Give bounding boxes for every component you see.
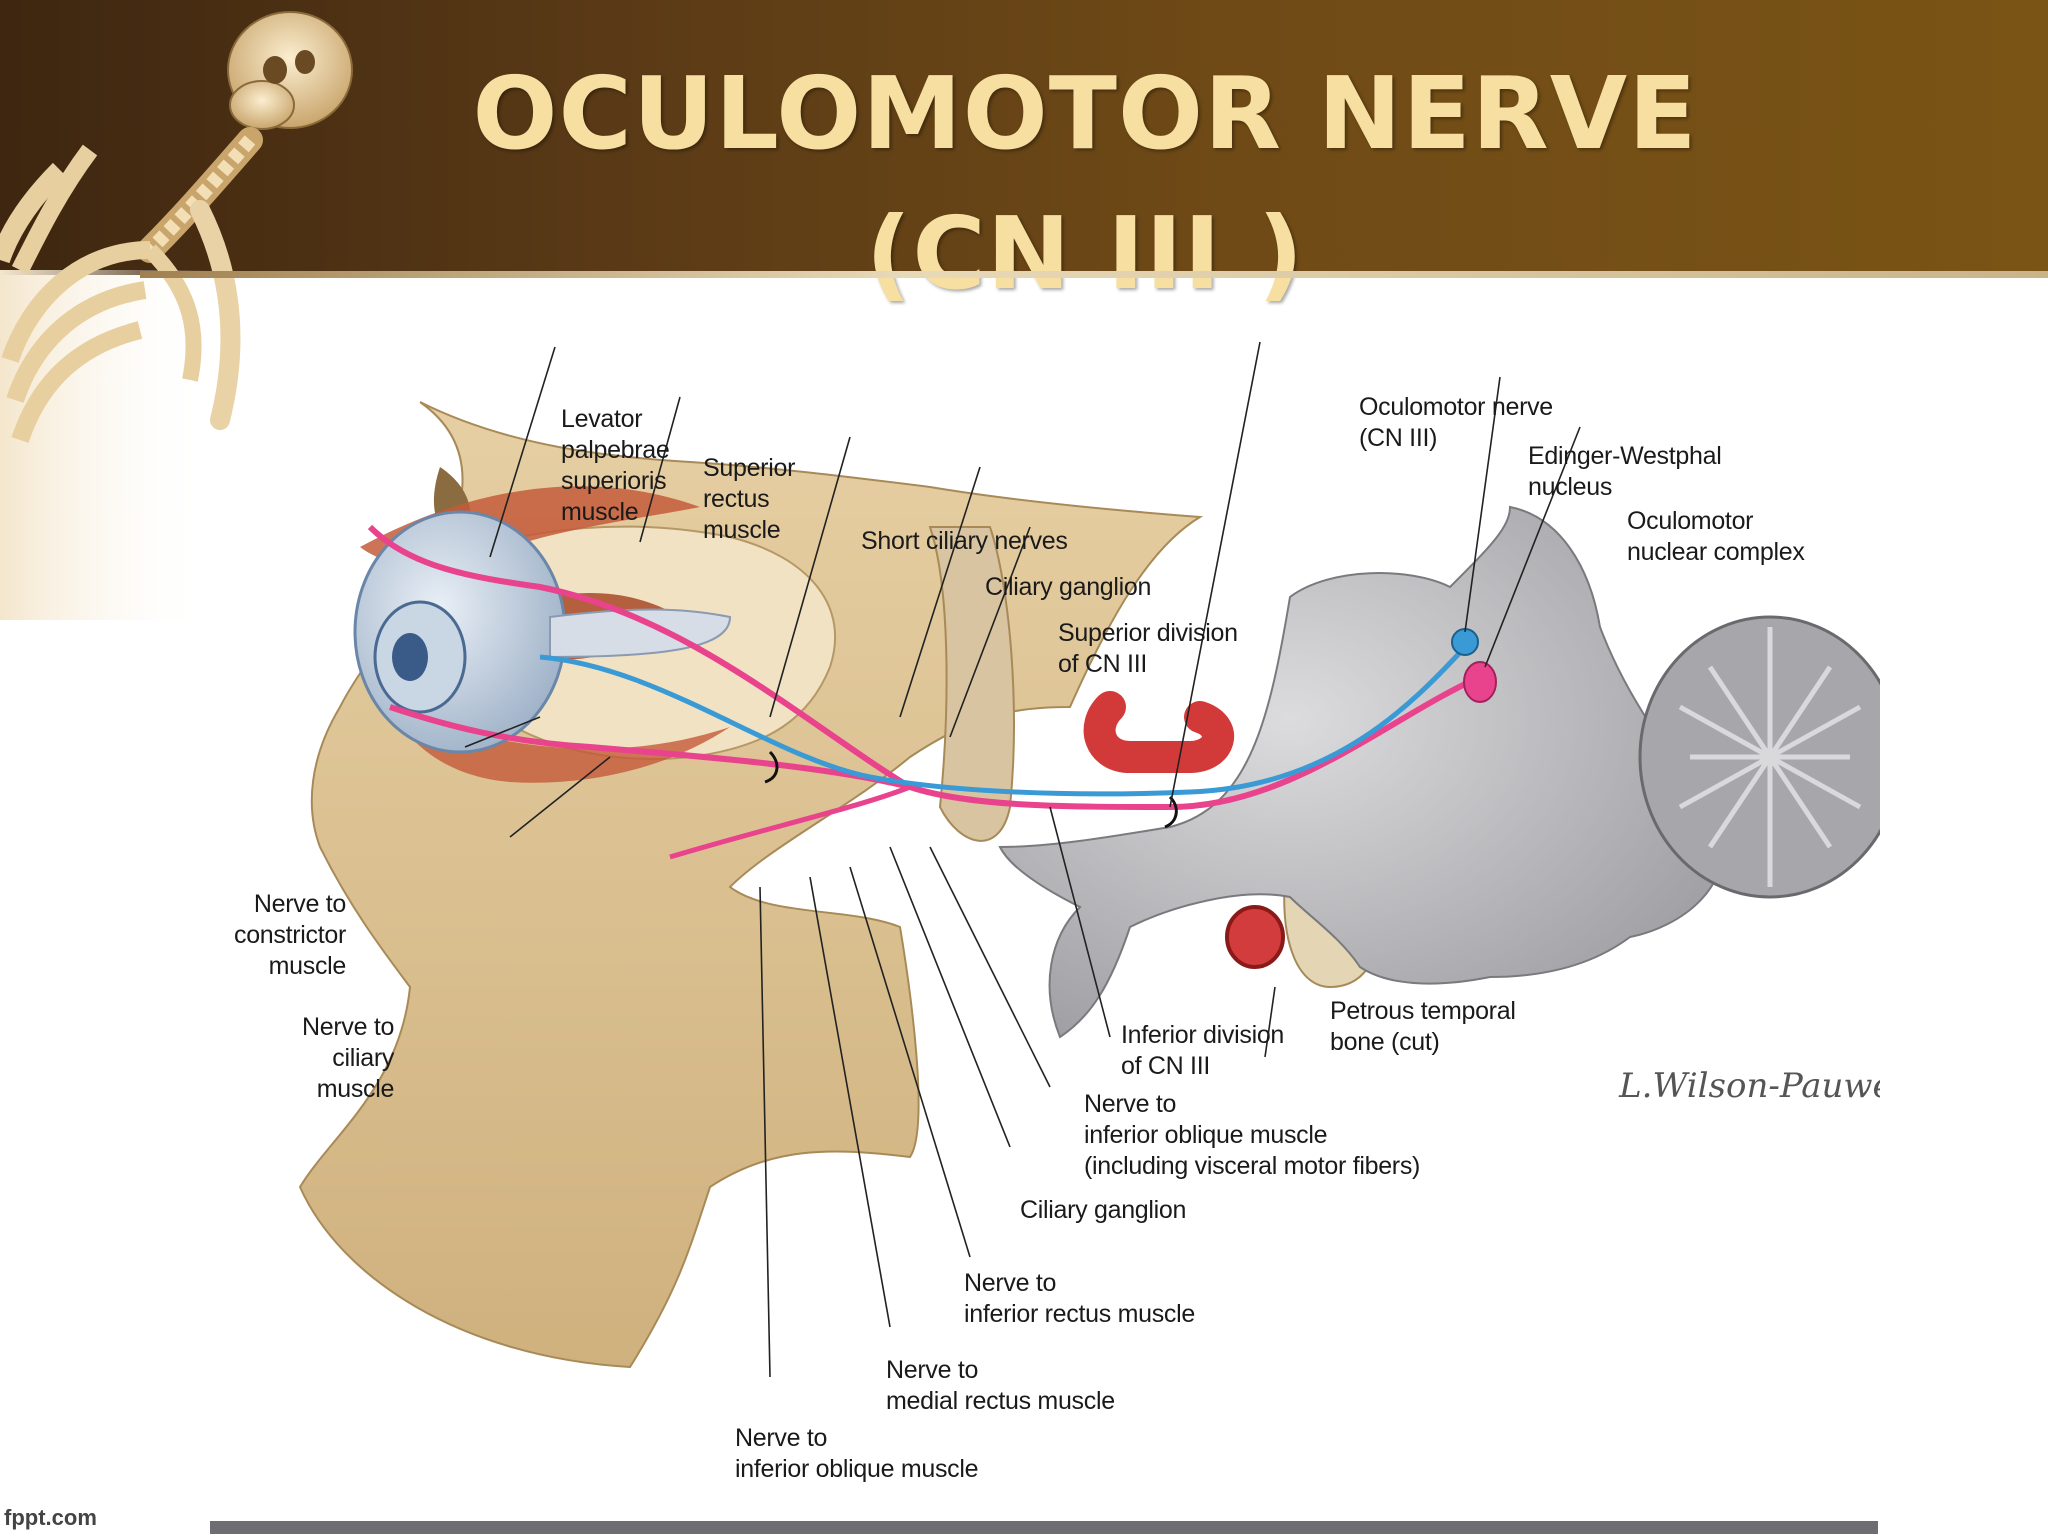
label-superior-rectus: Superior rectus muscle [703,454,796,544]
visceral-fibers [539,645,1467,797]
label-oculomotor-complex: Oculomotor nuclear complex [1627,507,1805,566]
label-petrous-temporal-bone: Petrous temporal bone (cut) [1330,997,1516,1056]
label-nerve-to-inferior-rectus: Nerve to inferior rectus muscle [964,1269,1195,1328]
label-nerve-to-ciliary: Nerve to ciliary muscle [302,1013,395,1103]
label-nerve-to-inferior-oblique: Nerve to inferior oblique muscle [735,1424,979,1483]
brainstem [998,505,1725,1039]
label-inferior-division: Inferior division of CN III [1121,1021,1285,1080]
skeleton-illustration [0,11,353,620]
oculomotor-nuclear-complex [1463,661,1497,703]
label-nerve-to-medial-rectus: Nerve to medial rectus muscle [886,1356,1115,1415]
header-divider [140,271,2048,278]
label-oculomotor-nerve: Oculomotor nerve (CN III) [1359,393,1553,452]
label-levator: Levator palpebrae superioris muscle [561,405,670,526]
label-short-ciliary-nerves: Short ciliary nerves [861,527,1068,555]
label-superior-division: Superior division of CN III [1058,619,1238,678]
somatic-fibers [389,674,1482,811]
label-nerve-to-constrictor: Nerve to constrictor muscle [234,890,347,980]
leader-lines [464,341,1581,1378]
footer-bar [210,1521,1878,1534]
label-ciliary-ganglion-top: Ciliary ganglion [985,573,1152,601]
cerebellum [1638,615,1880,899]
artist-signature: L.Wilson-Pauwels [1618,1066,1880,1106]
label-ciliary-ganglion-bottom: Ciliary ganglion [1020,1196,1187,1224]
footer-brand: fppt.com [4,1505,97,1530]
edinger-westphal-nucleus [1451,628,1479,656]
slide-title: OCULOMOTOR NERVE (CN III ) [472,55,1698,312]
oculomotor-anatomy-diagram: L.Wilson-Pauwels [298,341,1880,1378]
label-nerve-to-inferior-oblique-visceral: Nerve to inferior oblique muscle (includ… [1084,1090,1421,1180]
label-edinger-westphal: Edinger-Westphal nucleus [1528,442,1722,501]
